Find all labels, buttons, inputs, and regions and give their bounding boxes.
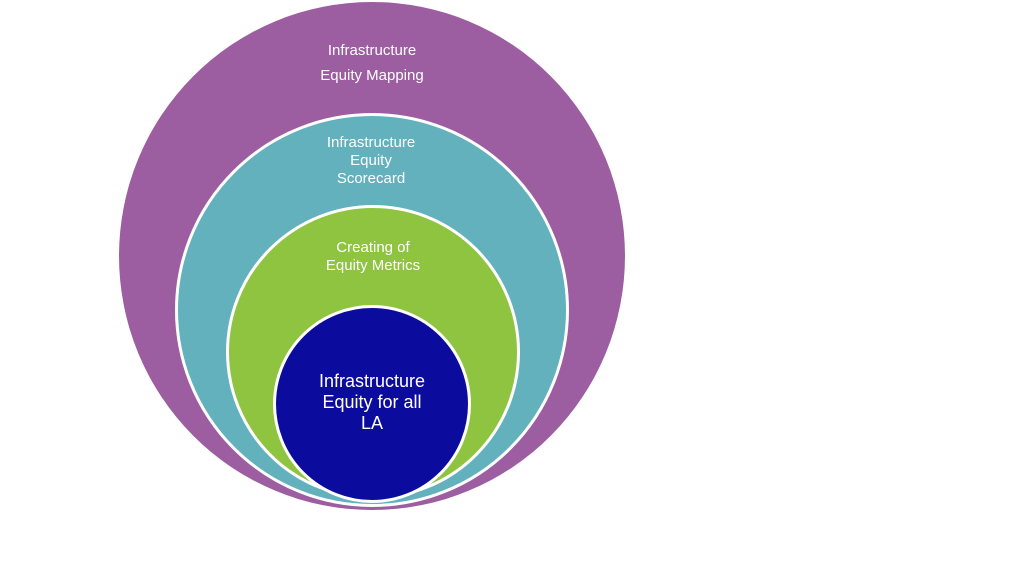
- ring-equity-for-all-la-circle: [273, 305, 471, 503]
- ring-label-equity-metrics: Creating of Equity Metrics: [325, 239, 421, 274]
- ring-label-equity-scorecard: Infrastructure Equity Scorecard: [326, 134, 416, 187]
- ring-label-equity-mapping: Infrastructure Equity Mapping: [320, 42, 424, 84]
- ring-label-equity-for-all-la: Infrastructure Equity for all LA: [318, 371, 426, 433]
